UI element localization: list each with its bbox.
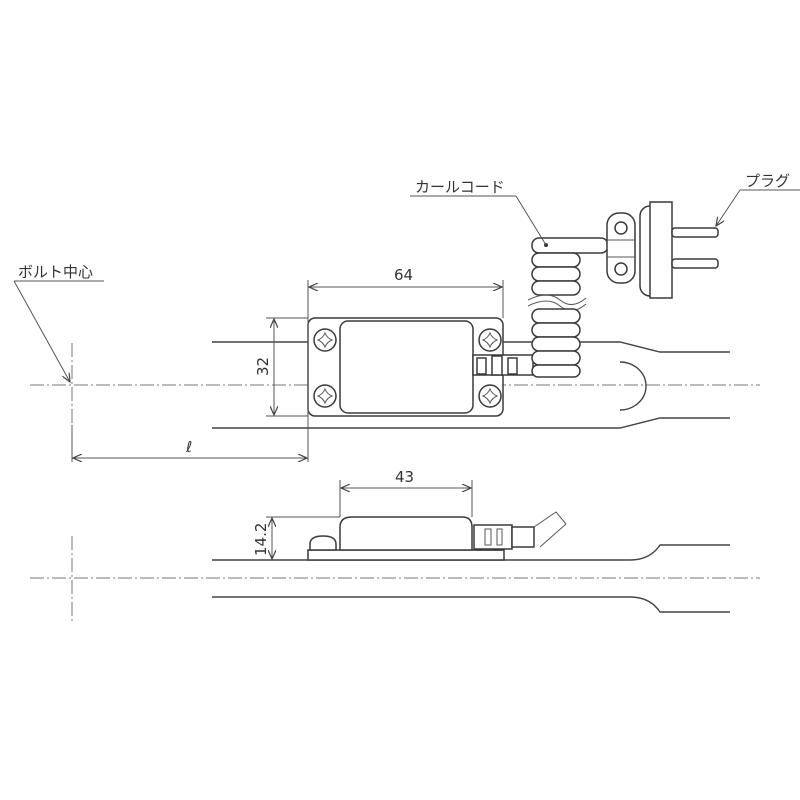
handle-side-top: [212, 544, 730, 561]
label-bolt-center: ボルト中心: [13, 263, 104, 382]
screw-icon: [478, 328, 502, 352]
screw-icon: [478, 384, 502, 408]
dimension-top-width: 64: [307, 266, 504, 462]
dimension-l-text: ℓ: [185, 438, 192, 456]
screw-icon: [313, 384, 337, 408]
sensor-box-side: [307, 511, 567, 561]
dimension-14-2-text: 14.2: [252, 523, 270, 556]
handle-edge-bottom: [212, 417, 730, 429]
top-view: ボルト中心 カールコード プラグ 64 32: [13, 172, 800, 462]
handle-end-arc: [619, 361, 647, 411]
dimension-offset-length: ℓ: [71, 425, 307, 462]
side-view: 43 14.2: [30, 468, 760, 622]
curl-cord-text: カールコード: [415, 178, 505, 196]
label-curl-cord: カールコード: [410, 178, 547, 246]
dimension-side-height: 14.2: [252, 516, 340, 559]
screw-icon: [313, 328, 337, 352]
sensor-box-top: [307, 317, 534, 417]
curl-cord: [527, 237, 609, 378]
dimension-64-text: 64: [394, 266, 413, 284]
dimension-32-text: 32: [254, 357, 272, 376]
plug-text: プラグ: [745, 172, 790, 190]
handle-side-bottom: [212, 596, 730, 613]
bolt-center-text: ボルト中心: [18, 263, 93, 281]
label-plug: プラグ: [716, 172, 800, 226]
dimension-43-text: 43: [395, 468, 414, 486]
dimension-top-height: 32: [254, 317, 308, 417]
dimension-side-width: 43: [339, 468, 473, 517]
plug: [606, 201, 719, 299]
